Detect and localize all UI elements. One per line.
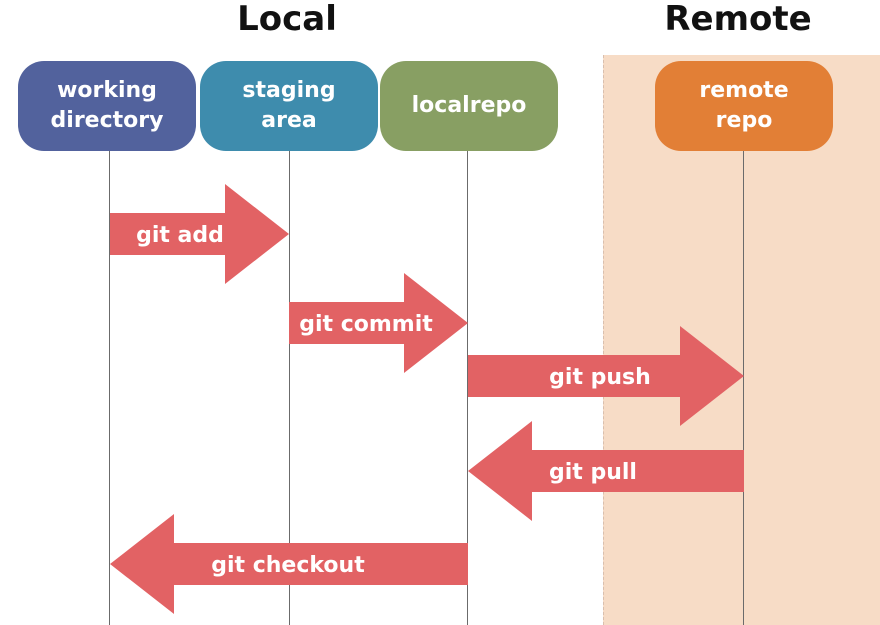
local-section-title: Local — [237, 0, 337, 39]
git-pull-arrow — [468, 421, 744, 521]
lifeline-staging-area — [289, 150, 290, 625]
git-push-label: git push — [549, 365, 651, 390]
git-checkout-label: git checkout — [211, 553, 365, 578]
node-label-line: staging — [242, 78, 336, 103]
node-label-line: repo — [715, 108, 773, 133]
node-remote-repo: remote repo — [655, 61, 833, 151]
node-working-directory: working directory — [18, 61, 196, 151]
node-label-line: directory — [50, 108, 164, 133]
node-label-line: remote — [699, 78, 789, 103]
remote-section-title: Remote — [664, 0, 812, 39]
node-localrepo: localrepo — [380, 61, 558, 151]
node-label-line: working — [57, 78, 157, 103]
lifeline-localrepo — [467, 150, 468, 625]
git-commit-label: git commit — [299, 312, 433, 337]
git-checkout-arrow — [110, 514, 468, 614]
node-staging-area: staging area — [200, 61, 378, 151]
lifeline-remote-repo — [743, 150, 744, 625]
git-add-arrow — [110, 184, 289, 284]
git-push-arrow — [468, 326, 744, 426]
git-commit-arrow — [289, 273, 468, 373]
node-label-line: area — [261, 108, 317, 133]
git-add-label: git add — [136, 223, 224, 248]
lifeline-working-directory — [109, 150, 110, 625]
node-label-line: localrepo — [411, 93, 527, 118]
git-pull-label: git pull — [549, 460, 637, 485]
